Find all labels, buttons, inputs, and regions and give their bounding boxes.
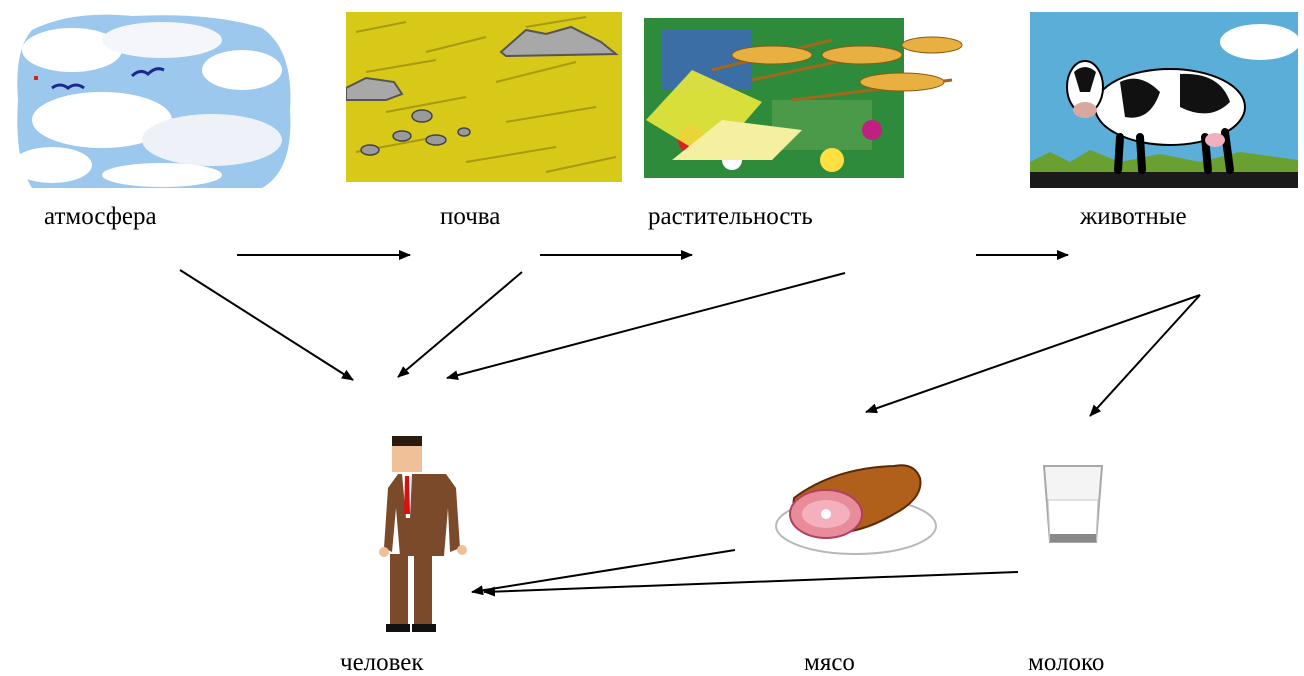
arrow-animals-to-milk — [1090, 295, 1200, 416]
arrow-soil-to-human — [398, 272, 522, 377]
arrow-meat-to-human — [472, 550, 735, 592]
arrow-animals-to-meat — [866, 295, 1200, 412]
arrow-vegetation-to-human — [447, 273, 845, 378]
arrow-milk-to-human — [484, 572, 1018, 592]
arrow-atmosphere-to-human — [180, 270, 353, 380]
